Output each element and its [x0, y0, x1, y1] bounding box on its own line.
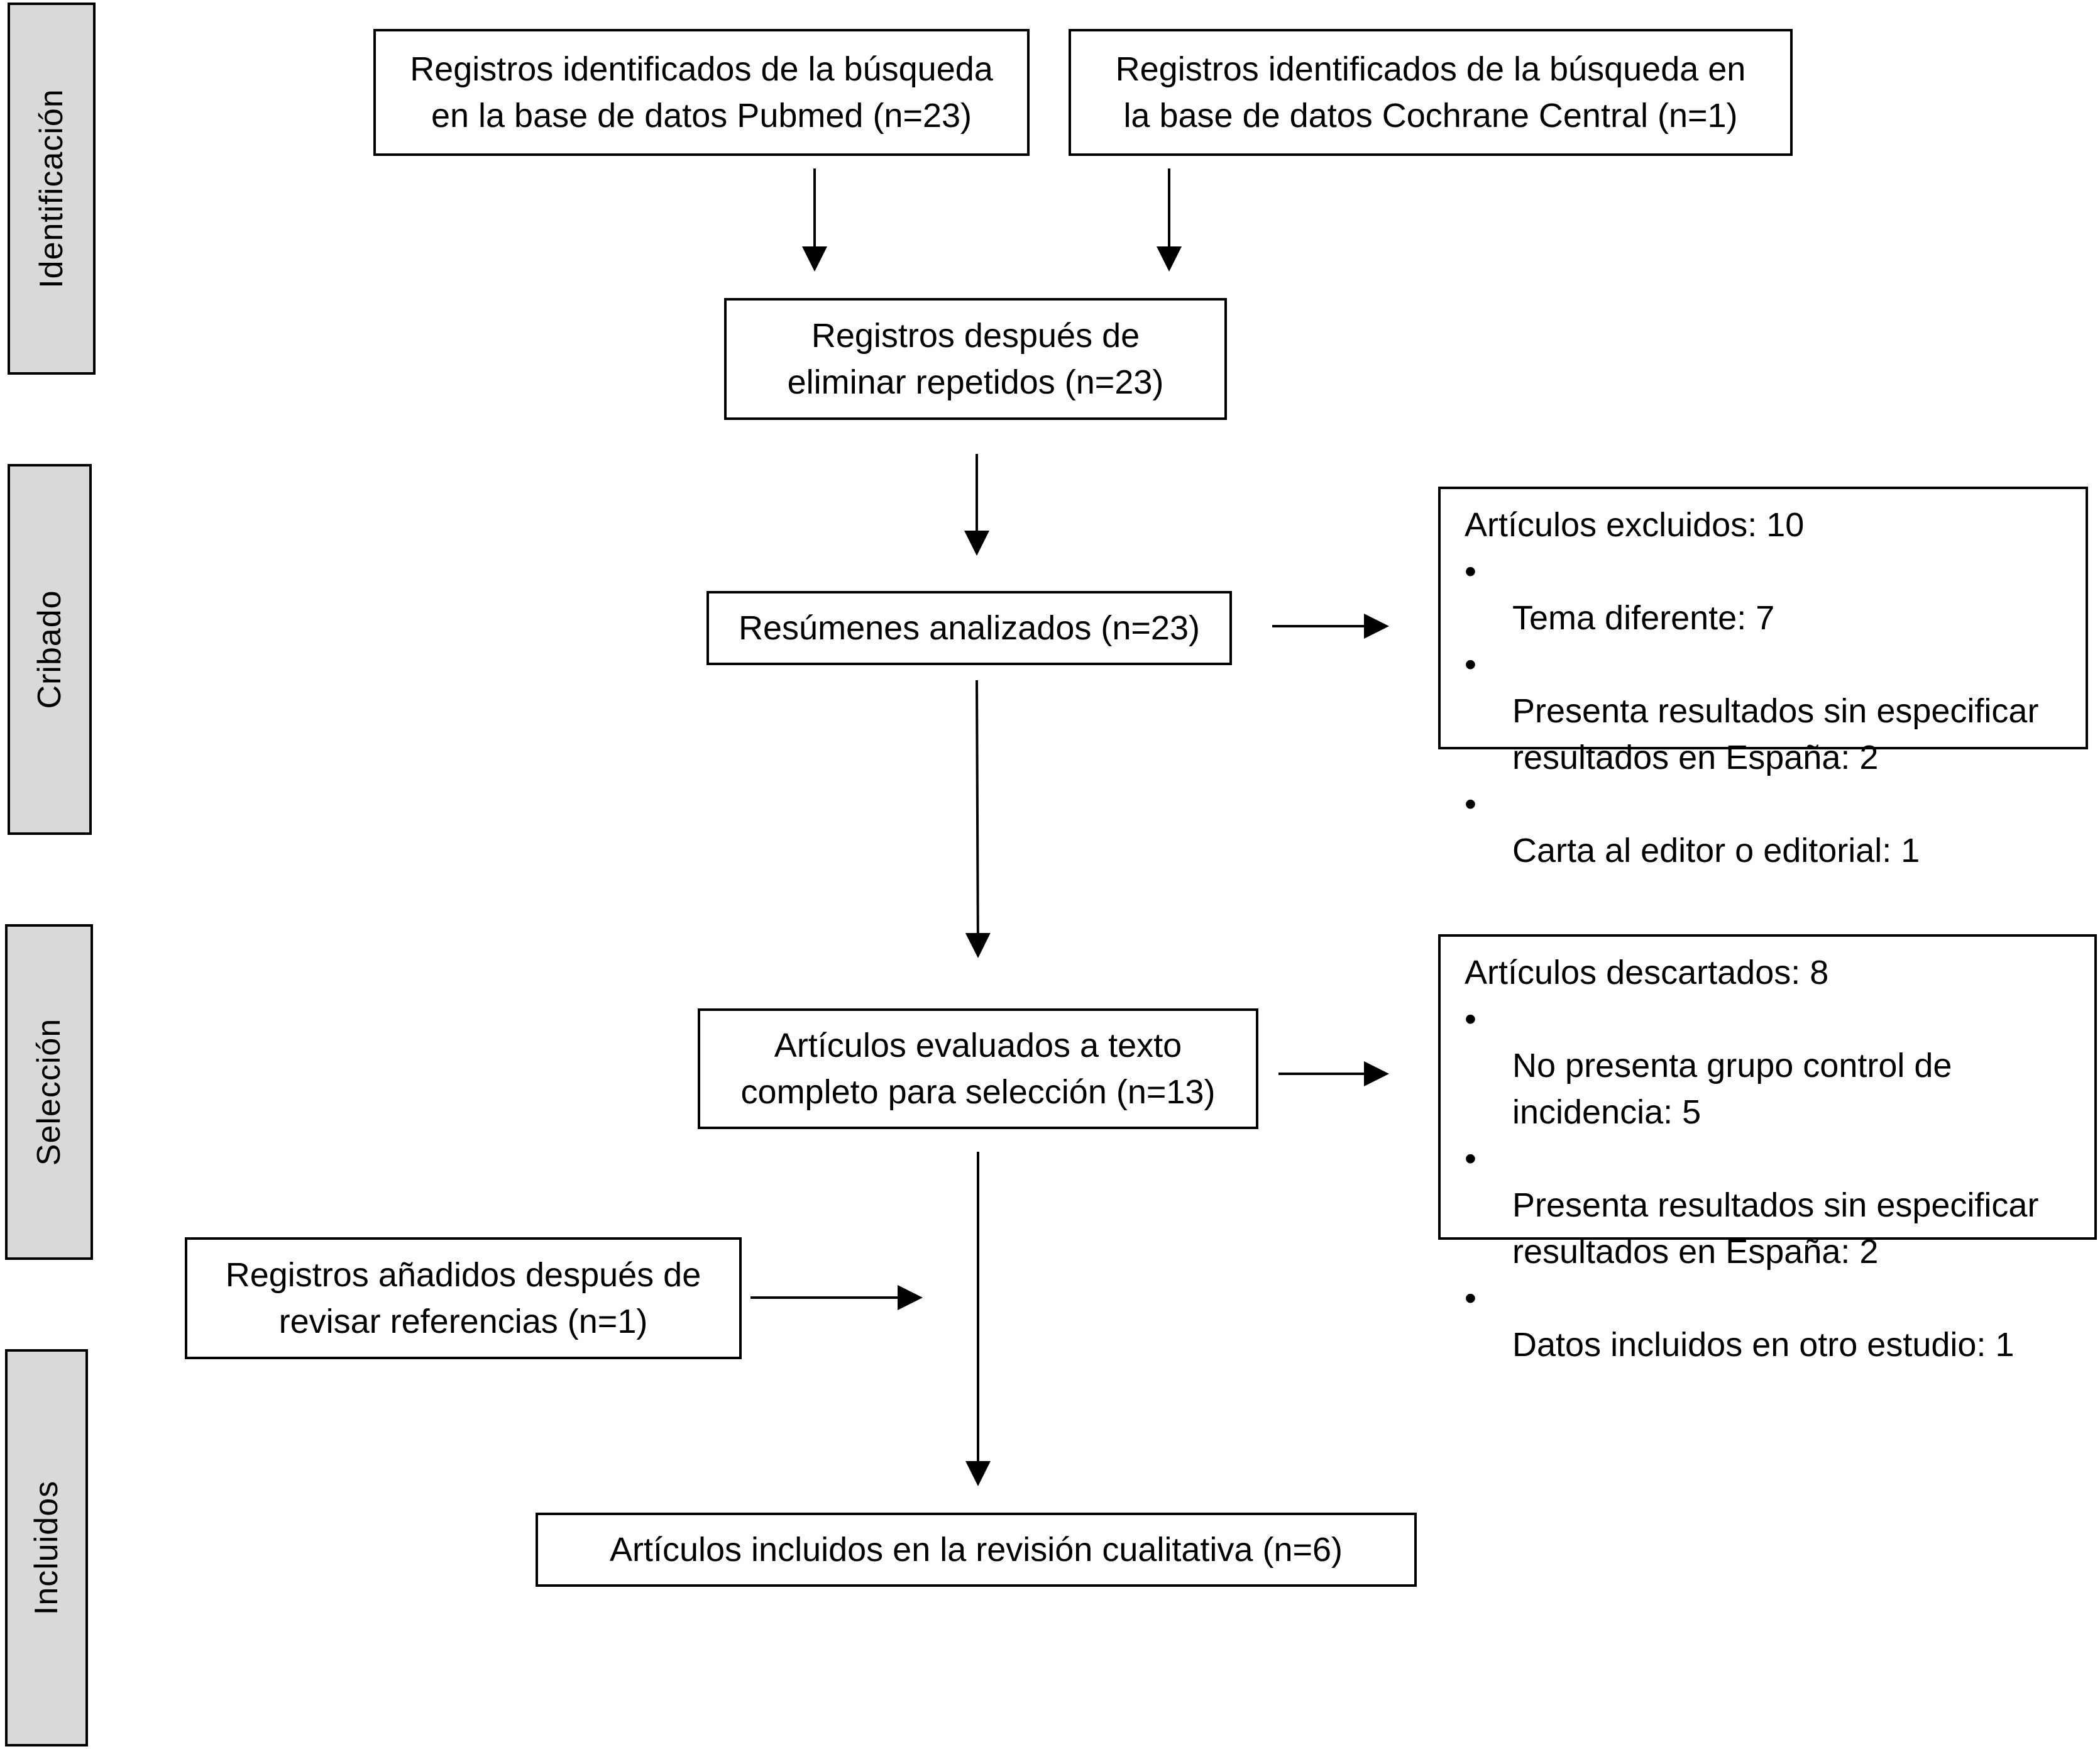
- pubmed-records-text: Registros identificados de la búsqueda e…: [410, 50, 993, 135]
- discarded-reason-text: Presenta resultados sin especificar resu…: [1512, 1186, 2039, 1271]
- excluded-reason: • Presenta resultados sin especificar res…: [1465, 641, 2067, 781]
- excluded-reason-text: Tema diferente: 7: [1512, 599, 1775, 637]
- included-articles-text: Artículos incluidos en la revisión cuali…: [609, 1531, 1343, 1569]
- bullet: •: [1465, 785, 1476, 823]
- abstracts-analyzed-text: Resúmenes analizados (n=23): [739, 609, 1200, 647]
- fulltext-assessed-text: Artículos evaluados a texto completo par…: [740, 1027, 1216, 1111]
- stage-label-seleccion: Selección: [5, 924, 93, 1260]
- excluded-reason-text: Presenta resultados sin especificar resu…: [1512, 692, 2039, 776]
- bullet: •: [1465, 1279, 1476, 1317]
- discarded-reason: • No presenta grupo control de incidencia…: [1465, 996, 2075, 1135]
- stage-label-identificacion: Identificación: [8, 3, 96, 375]
- bullet: •: [1465, 553, 1476, 590]
- cochrane-records-box: Registros identificados de la búsqueda e…: [1069, 29, 1793, 156]
- excluded-articles-box: Artículos excluidos: 10 • Tema diferente:…: [1438, 487, 2088, 869]
- added-records-box: Registros añadidos después de revisar re…: [185, 1237, 742, 1359]
- arrow-abstracts-to-fulltext: [965, 680, 991, 958]
- discarded-reason-text: No presenta grupo control de incidencia:…: [1512, 1047, 1952, 1131]
- discarded-reasons-list: • No presenta grupo control de incidencia…: [1465, 996, 2075, 1368]
- cochrane-records-text: Registros identificados de la búsqueda e…: [1115, 50, 1746, 135]
- stage-label-cribado: Cribado: [8, 464, 92, 835]
- discarded-articles-box: Artículos descartados: 8 • No presenta gr…: [1438, 934, 2097, 1364]
- added-records-text: Registros añadidos después de revisar re…: [225, 1256, 701, 1340]
- discarded-reason: • Datos incluidos en otro estudio: 1: [1465, 1275, 2075, 1368]
- excluded-reason-text: Carta al editor o editorial: 1: [1512, 832, 1920, 869]
- bullet: •: [1465, 1140, 1476, 1178]
- discarded-heading: Artículos descartados: 8: [1465, 954, 1829, 991]
- bullet: •: [1465, 646, 1476, 683]
- excluded-reasons-list: • Tema diferente: 7 • Presenta resultados …: [1465, 548, 2067, 874]
- stage-label-incluidos: Incluidos: [5, 1349, 88, 1746]
- discarded-reason: • Presenta resultados sin especificar res…: [1465, 1135, 2075, 1275]
- excluded-heading: Artículos excluidos: 10: [1465, 506, 1805, 544]
- included-articles-box: Artículos incluidos en la revisión cuali…: [536, 1513, 1417, 1587]
- bullet: •: [1465, 1000, 1476, 1038]
- after-duplicates-box: Registros después de eliminar repetidos …: [724, 298, 1227, 420]
- after-duplicates-text: Registros después de eliminar repetidos …: [787, 317, 1164, 401]
- excluded-reason: • Carta al editor o editorial: 1: [1465, 781, 2067, 874]
- abstracts-analyzed-box: Resúmenes analizados (n=23): [706, 591, 1232, 665]
- discarded-reason-text: Datos incluidos en otro estudio: 1: [1512, 1326, 2015, 1364]
- fulltext-assessed-box: Artículos evaluados a texto completo par…: [698, 1008, 1258, 1129]
- pubmed-records-box: Registros identificados de la búsqueda e…: [373, 29, 1030, 156]
- excluded-reason: • Tema diferente: 7: [1465, 548, 2067, 641]
